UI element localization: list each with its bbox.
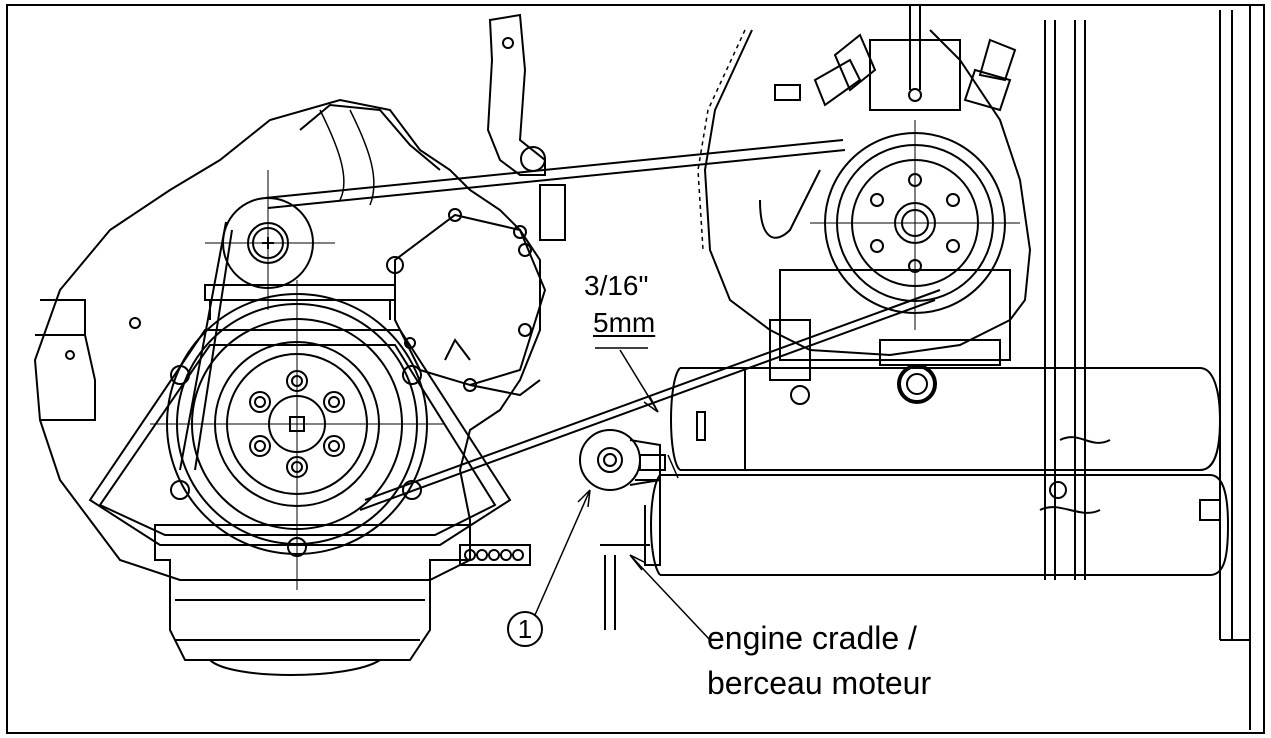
lower-tube <box>650 474 1230 576</box>
diagram-frame <box>6 4 1265 734</box>
belt-guard <box>88 329 512 546</box>
gap-mm-label: 5mm <box>593 307 656 338</box>
timing-cover <box>386 208 547 397</box>
gap-leader <box>595 347 679 479</box>
cradle-leader <box>629 554 711 641</box>
tensioner-assembly <box>579 429 666 630</box>
upper-tube <box>670 367 1222 471</box>
callout-1-marker: 1 <box>507 611 543 647</box>
alternator-pulley <box>810 120 1020 330</box>
crank-pulley <box>150 280 445 590</box>
berceau-moteur-label: berceau moteur <box>707 665 932 701</box>
oil-pan <box>154 524 531 676</box>
alternator-housing <box>697 5 1032 361</box>
callout-leader <box>534 489 591 616</box>
engine-block <box>33 98 541 581</box>
alternator-mount <box>769 319 1001 405</box>
gap-inches-label: 3/16" <box>584 270 649 301</box>
idler-pulley <box>205 170 335 310</box>
frame-rails <box>1044 5 1251 730</box>
drive-belt <box>179 139 941 511</box>
engine-cradle-label: engine cradle / <box>707 620 917 656</box>
idler-bracket <box>486 13 566 241</box>
